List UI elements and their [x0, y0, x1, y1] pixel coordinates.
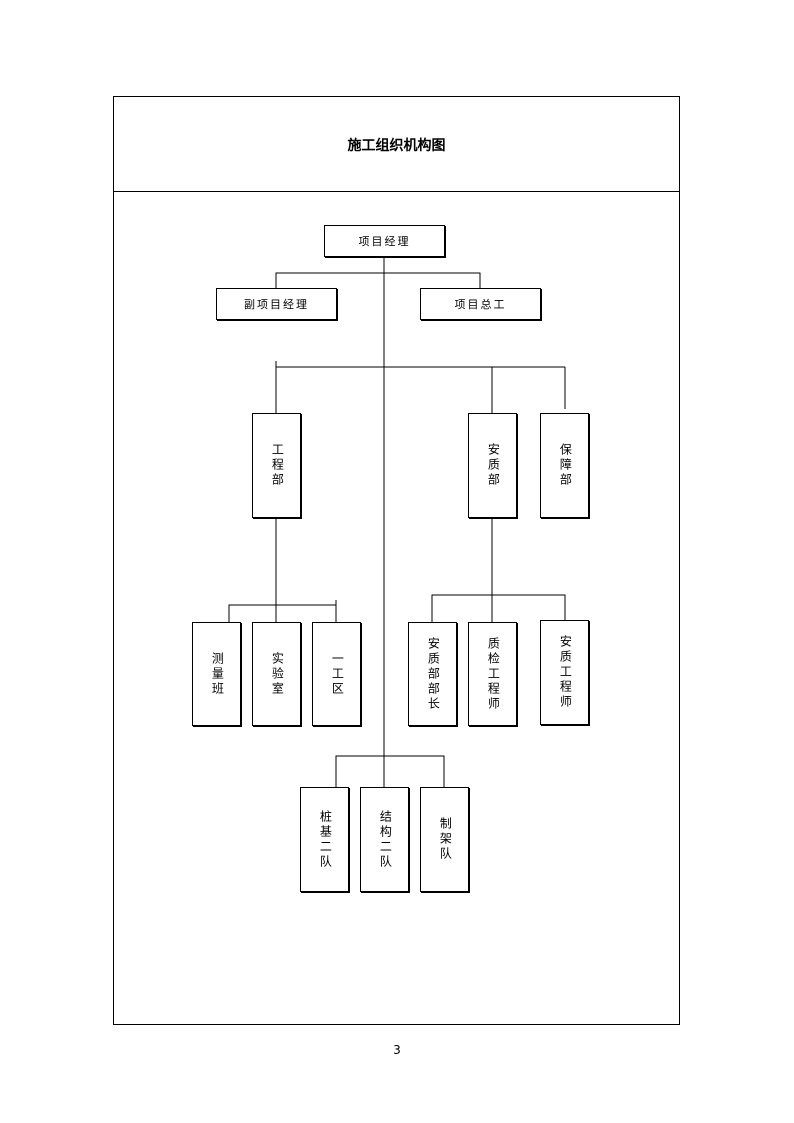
safety-sub-bracket [431, 594, 566, 622]
support-dept-box: 保障部 [540, 413, 589, 518]
engineering-sub-bracket [228, 604, 337, 622]
node-label: 测量班 [210, 651, 225, 697]
work-area-1-box: 一工区 [312, 622, 361, 726]
lab-box: 实验室 [252, 622, 301, 726]
chief-engineer-box: 项目总工 [420, 288, 541, 320]
node-label: 项目总工 [454, 298, 507, 311]
deputy-chief-bracket [275, 272, 481, 288]
document-frame: 施工组织机构图 [113, 96, 680, 1025]
node-label: 结构二队 [378, 809, 393, 870]
node-label: 质检工程师 [486, 636, 501, 712]
node-label: 副项目经理 [244, 298, 309, 311]
page-number: 3 [393, 1043, 401, 1057]
node-label: 保障部 [558, 443, 573, 488]
node-label: 项目经理 [358, 235, 411, 248]
node-label: 制架队 [438, 817, 453, 862]
survey-team-box: 测量班 [192, 622, 241, 726]
page-title: 施工组织机构图 [347, 138, 446, 154]
node-label: 实验室 [270, 651, 285, 697]
safety-engineer-box: 安质工程师 [540, 620, 589, 725]
erection-team-box: 制架队 [420, 787, 469, 892]
engineering-dept-box: 工程部 [252, 413, 301, 518]
node-label: 工程部 [270, 443, 285, 488]
title-row: 施工组织机构图 [114, 97, 679, 192]
safety-quality-dept-box: 安质部 [468, 413, 517, 518]
node-label: 桩基二队 [318, 809, 333, 870]
deputy-manager-box: 副项目经理 [216, 288, 337, 320]
pile-team-2-box: 桩基二队 [300, 787, 349, 892]
node-label: 安质部部长 [426, 636, 441, 712]
quality-engineer-box: 质检工程师 [468, 622, 517, 726]
node-label: 一工区 [330, 651, 345, 697]
project-manager-box: 项目经理 [324, 225, 445, 257]
team-bracket [335, 755, 445, 787]
node-label: 安质工程师 [558, 635, 573, 710]
structure-team-2-box: 结构二队 [360, 787, 409, 892]
node-label: 安质部 [486, 443, 501, 488]
safety-quality-head-box: 安质部部长 [408, 622, 457, 726]
